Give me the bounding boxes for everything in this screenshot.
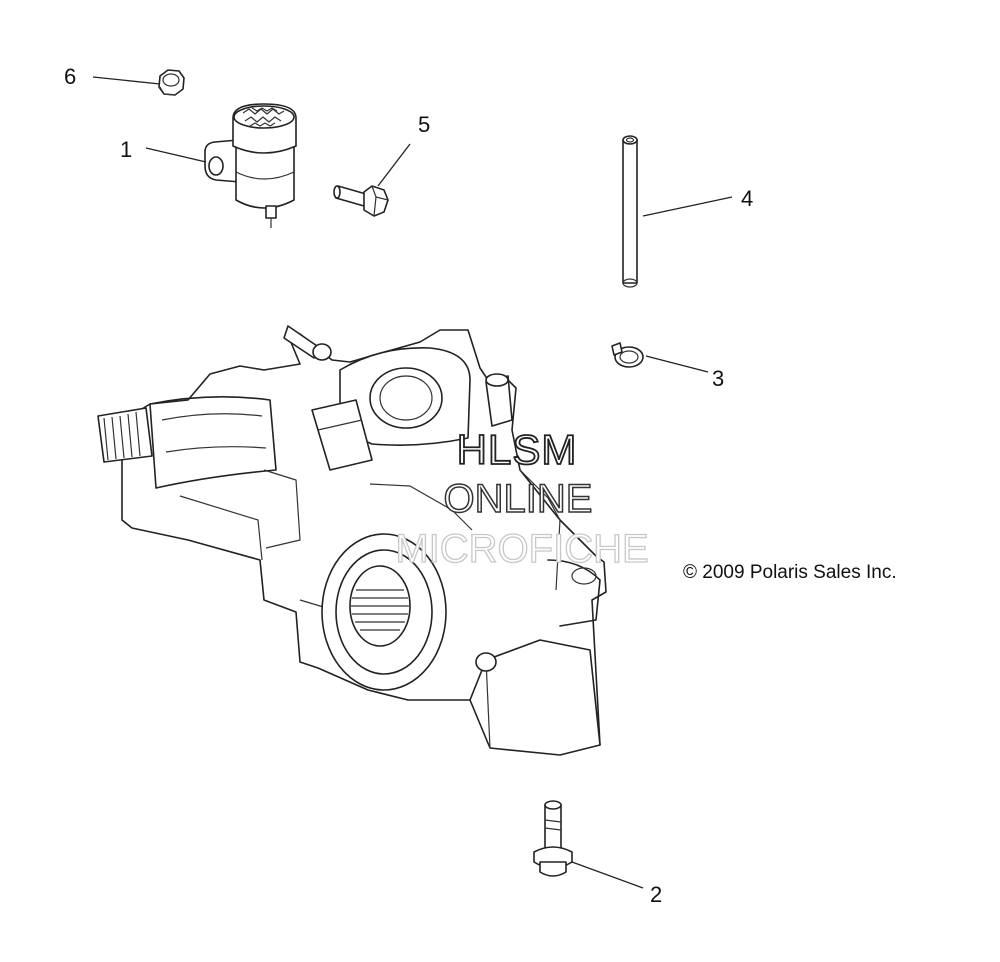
callout-4: 4 xyxy=(741,186,753,211)
leader-line-6 xyxy=(92,76,161,85)
leader-line-2 xyxy=(571,861,644,889)
reservoir-icon xyxy=(204,103,297,228)
hose-icon xyxy=(622,135,638,288)
transmission-icon xyxy=(97,325,607,756)
bolt-icon xyxy=(333,185,389,217)
nut-icon xyxy=(158,69,185,96)
bolt-icon xyxy=(533,800,573,877)
watermark-line-2: ONLINE xyxy=(444,477,593,521)
watermark: HLSM ONLINE MICROFICHE xyxy=(395,425,650,572)
callout-1: 1 xyxy=(120,137,132,162)
leader-line-5 xyxy=(377,143,411,187)
watermark-line-1: HLSM xyxy=(457,426,578,473)
leader-line-1 xyxy=(145,147,207,163)
leader-lines xyxy=(92,76,733,889)
copyright-notice: © 2009 Polaris Sales Inc. xyxy=(683,562,897,583)
callout-5: 5 xyxy=(418,112,430,137)
callout-3: 3 xyxy=(712,366,724,391)
callout-6: 6 xyxy=(64,64,76,89)
hose-clamp-icon xyxy=(611,342,644,368)
leader-line-3 xyxy=(645,355,709,373)
watermark-line-3: MICROFICHE xyxy=(395,527,648,571)
leader-line-4 xyxy=(642,196,733,217)
callout-2: 2 xyxy=(650,882,662,907)
